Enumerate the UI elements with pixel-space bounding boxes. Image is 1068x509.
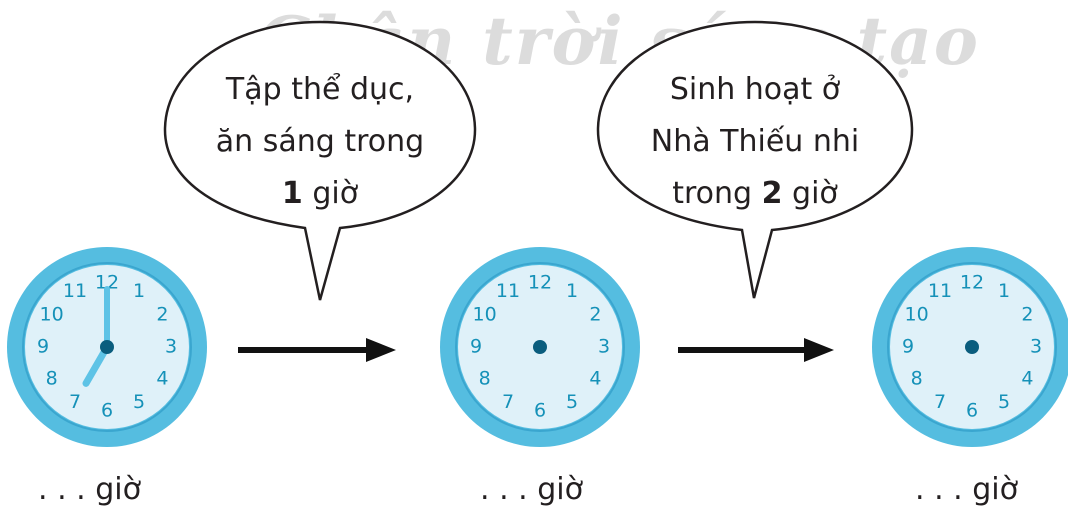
clock-numeral-12: 12 [528, 272, 552, 294]
clock-numeral-1: 1 [133, 280, 145, 302]
bubble-2-line-2: Nhà Thiếu nhi [650, 124, 860, 159]
clock-numeral-9: 9 [37, 336, 49, 358]
clock-numeral-2: 2 [589, 304, 601, 326]
clock-center-dot [533, 340, 547, 354]
bubble-1-hours: 1 [281, 176, 303, 211]
clock-numeral-8: 8 [46, 368, 58, 390]
clock-numeral-4: 4 [156, 368, 168, 390]
clock-rim-edge [887, 262, 1057, 432]
clock-numeral-12: 12 [960, 272, 984, 294]
clock-numeral-11: 11 [928, 280, 952, 302]
clock-numeral-5: 5 [133, 391, 145, 413]
clock-numeral-9: 9 [470, 336, 482, 358]
clock-numeral-7: 7 [69, 391, 81, 413]
clock-numeral-8: 8 [911, 368, 923, 390]
clock-center-dot [965, 340, 979, 354]
clock-3-caption: . . . giờ [915, 472, 1018, 507]
clock-numeral-1: 1 [566, 280, 578, 302]
clock-numeral-3: 3 [165, 336, 177, 358]
clock-rim-edge [22, 262, 192, 432]
clock-numeral-3: 3 [598, 336, 610, 358]
clock-numeral-5: 5 [566, 391, 578, 413]
clock-numeral-12: 12 [95, 272, 119, 294]
speech-bubble-2 [596, 20, 914, 299]
hour-hand [82, 343, 111, 387]
clock-numeral-10: 10 [473, 304, 497, 326]
clock-numeral-2: 2 [1021, 304, 1033, 326]
clock-numeral-7: 7 [502, 391, 514, 413]
clock-numeral-5: 5 [998, 391, 1010, 413]
clock-numeral-10: 10 [40, 304, 64, 326]
arrow-right-2 [678, 338, 834, 362]
clock-numeral-3: 3 [1030, 336, 1042, 358]
clock-numeral-6: 6 [101, 400, 113, 422]
clock-numeral-4: 4 [1021, 368, 1033, 390]
clock-numeral-11: 11 [63, 280, 87, 302]
clock-numeral-6: 6 [534, 400, 546, 422]
clock-numeral-7: 7 [934, 391, 946, 413]
arrow-right-1 [238, 338, 396, 362]
bubble-2-hours: 2 [761, 176, 783, 211]
bubble-text-1: Tập thể dục, ăn sáng trong 1 giờ [170, 64, 470, 220]
clock-numeral-8: 8 [479, 368, 491, 390]
speech-bubble-1 [163, 20, 477, 301]
bubble-1-line-1: Tập thể dục, [225, 72, 415, 107]
bubble-text-2: Sinh hoạt ở Nhà Thiếu nhi trong 2 giờ [605, 64, 905, 220]
clock-center-dot [100, 340, 114, 354]
clock-numeral-4: 4 [589, 368, 601, 390]
clock-rim-edge [455, 262, 625, 432]
clock-numeral-1: 1 [998, 280, 1010, 302]
bubble-1-line-3: 1 giờ [281, 176, 359, 211]
bubble-2-line-1: Sinh hoạt ở [669, 72, 841, 107]
clock-numeral-10: 10 [905, 304, 929, 326]
clock-numeral-6: 6 [966, 400, 978, 422]
bubble-2-line-3: trong 2 giờ [672, 176, 838, 211]
clock-numeral-2: 2 [156, 304, 168, 326]
clock-numeral-11: 11 [496, 280, 520, 302]
clock-1-caption: . . . giờ [38, 472, 141, 507]
clock-numeral-9: 9 [902, 336, 914, 358]
clock-2-caption: . . . giờ [480, 472, 583, 507]
bubble-1-line-2: ăn sáng trong [215, 124, 425, 159]
